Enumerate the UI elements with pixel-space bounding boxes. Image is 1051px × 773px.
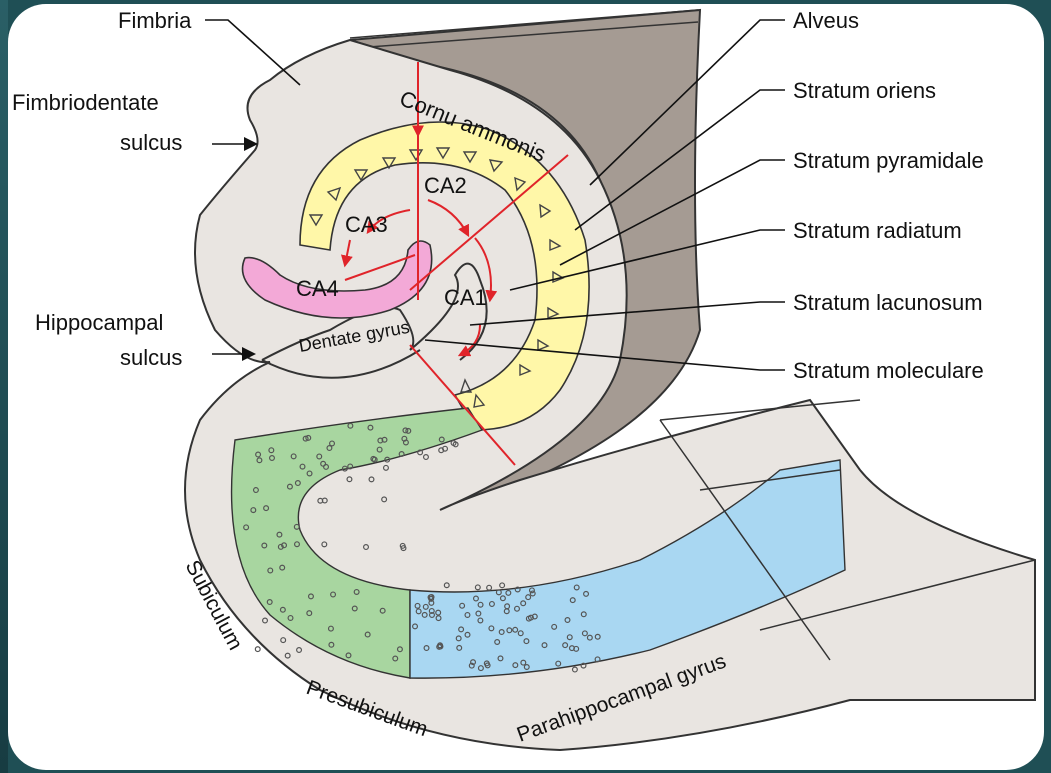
label-stratum-pyramidale: Stratum pyramidale bbox=[793, 148, 984, 173]
label-stratum-lacunosum: Stratum lacunosum bbox=[793, 290, 983, 315]
label-fimbriodentate-line1: Fimbriodentate bbox=[12, 90, 159, 115]
label-hippocampal-line1: Hippocampal bbox=[35, 310, 163, 335]
label-stratum-radiatum: Stratum radiatum bbox=[793, 218, 962, 243]
cell-dot bbox=[255, 647, 260, 652]
label-hippocampal-line2: sulcus bbox=[120, 345, 182, 370]
label-fimbriodentate-line2: sulcus bbox=[120, 130, 182, 155]
label-alveus: Alveus bbox=[793, 8, 859, 33]
label-stratum-oriens: Stratum oriens bbox=[793, 78, 936, 103]
label-ca3: CA3 bbox=[345, 212, 388, 237]
label-stratum-moleculare: Stratum moleculare bbox=[793, 358, 984, 383]
label-ca4: CA4 bbox=[296, 276, 339, 301]
label-fimbria: Fimbria bbox=[118, 8, 192, 33]
label-ca1: CA1 bbox=[444, 285, 487, 310]
label-ca2: CA2 bbox=[424, 173, 467, 198]
